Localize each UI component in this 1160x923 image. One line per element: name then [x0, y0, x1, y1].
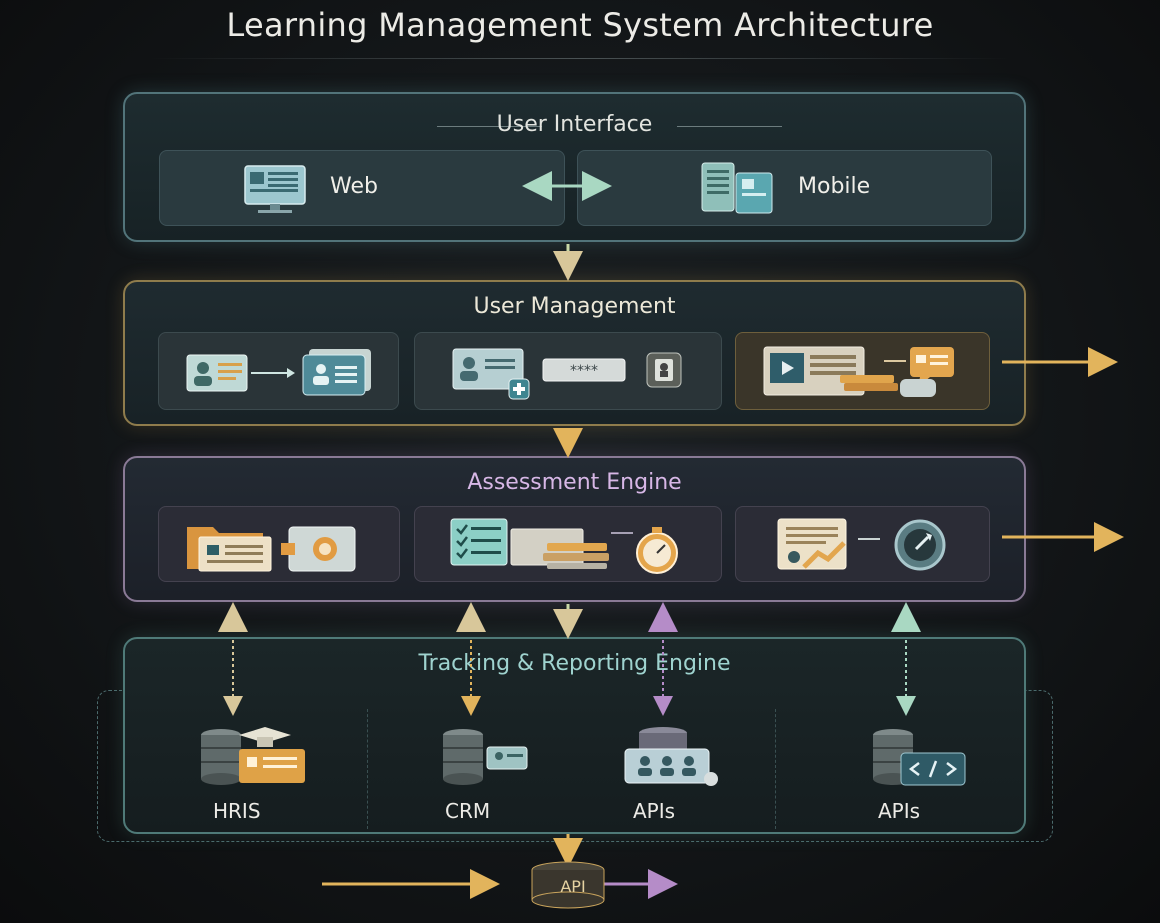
- registration-graphic: ****: [452, 348, 682, 400]
- password-field-icon: ****: [542, 358, 626, 382]
- communication-graphic: [763, 346, 954, 397]
- assessment-engine-layer: Assessment Engine: [123, 456, 1026, 602]
- code-icon: [900, 752, 966, 786]
- user-identity-card[interactable]: [158, 332, 399, 410]
- title-line-right: [677, 126, 782, 127]
- title-line-left: [437, 126, 542, 127]
- assessment-engine-title: Assessment Engine: [467, 470, 682, 495]
- authoring-graphic: [187, 526, 356, 572]
- api-node-label: API: [560, 877, 586, 896]
- user-add-icon: [452, 348, 530, 400]
- store-label-apis-2: APIs: [878, 799, 921, 823]
- store-label-apis-1: APIs: [633, 799, 676, 823]
- video-presentation-icon: [763, 346, 898, 396]
- mobile-label: Mobile: [798, 174, 871, 199]
- monitor-icon: [244, 165, 306, 213]
- web-label: Web: [330, 174, 378, 199]
- users-group-icon: [624, 748, 718, 786]
- database-icon: [443, 729, 483, 785]
- stopwatch-icon: [636, 527, 678, 574]
- quiz-graphic: [450, 518, 678, 574]
- crm-store-graphic: [443, 729, 528, 785]
- folder-icon: [187, 527, 272, 572]
- identity-transfer-graphic: [186, 349, 371, 396]
- store-label-hris: HRIS: [213, 799, 261, 823]
- video-camera-icon: [281, 526, 356, 572]
- user-management-title: User Management: [473, 294, 676, 319]
- database-icon: [201, 729, 241, 785]
- apis-store-graphic-2: [873, 729, 966, 786]
- api-node: [531, 861, 605, 909]
- gauge-icon: [894, 519, 946, 571]
- checklist-icon: [450, 518, 508, 566]
- content-authoring-card[interactable]: [158, 506, 400, 582]
- store-label-crm: CRM: [445, 799, 491, 823]
- mobile-card[interactable]: Mobile: [577, 150, 992, 226]
- mobile-device-icon: [701, 162, 773, 214]
- user-management-layer: User Management: [123, 280, 1026, 426]
- user-interface-layer: User Interface Web Mobile: [123, 92, 1026, 242]
- lock-icon: [646, 352, 682, 388]
- registration-auth-card[interactable]: ****: [414, 332, 722, 410]
- analytics-card[interactable]: [735, 506, 990, 582]
- password-mask: ****: [570, 363, 598, 379]
- page-title: Learning Management System Architecture: [226, 6, 934, 44]
- store-divider-2: [775, 709, 777, 829]
- analytics-report-icon: [777, 518, 847, 570]
- analytics-graphic: [777, 518, 946, 571]
- title-divider: [150, 58, 1010, 59]
- chat-bubble-icon: [884, 347, 954, 397]
- web-card[interactable]: Web: [159, 150, 565, 226]
- hris-store-graphic: [201, 727, 305, 785]
- apis-store-graphic-1: [624, 727, 718, 786]
- graduation-cap-icon: [239, 727, 305, 783]
- user-interface-title: User Interface: [496, 112, 653, 137]
- content-communication-card[interactable]: [735, 332, 990, 410]
- profile-card-icon: [302, 349, 371, 396]
- tracking-reporting-layer: Tracking & Reporting Engine HRIS: [123, 637, 1026, 834]
- database-icon: [639, 727, 687, 751]
- id-card-icon: [186, 354, 248, 392]
- quiz-builder-card[interactable]: [414, 506, 722, 582]
- store-divider-1: [367, 709, 369, 829]
